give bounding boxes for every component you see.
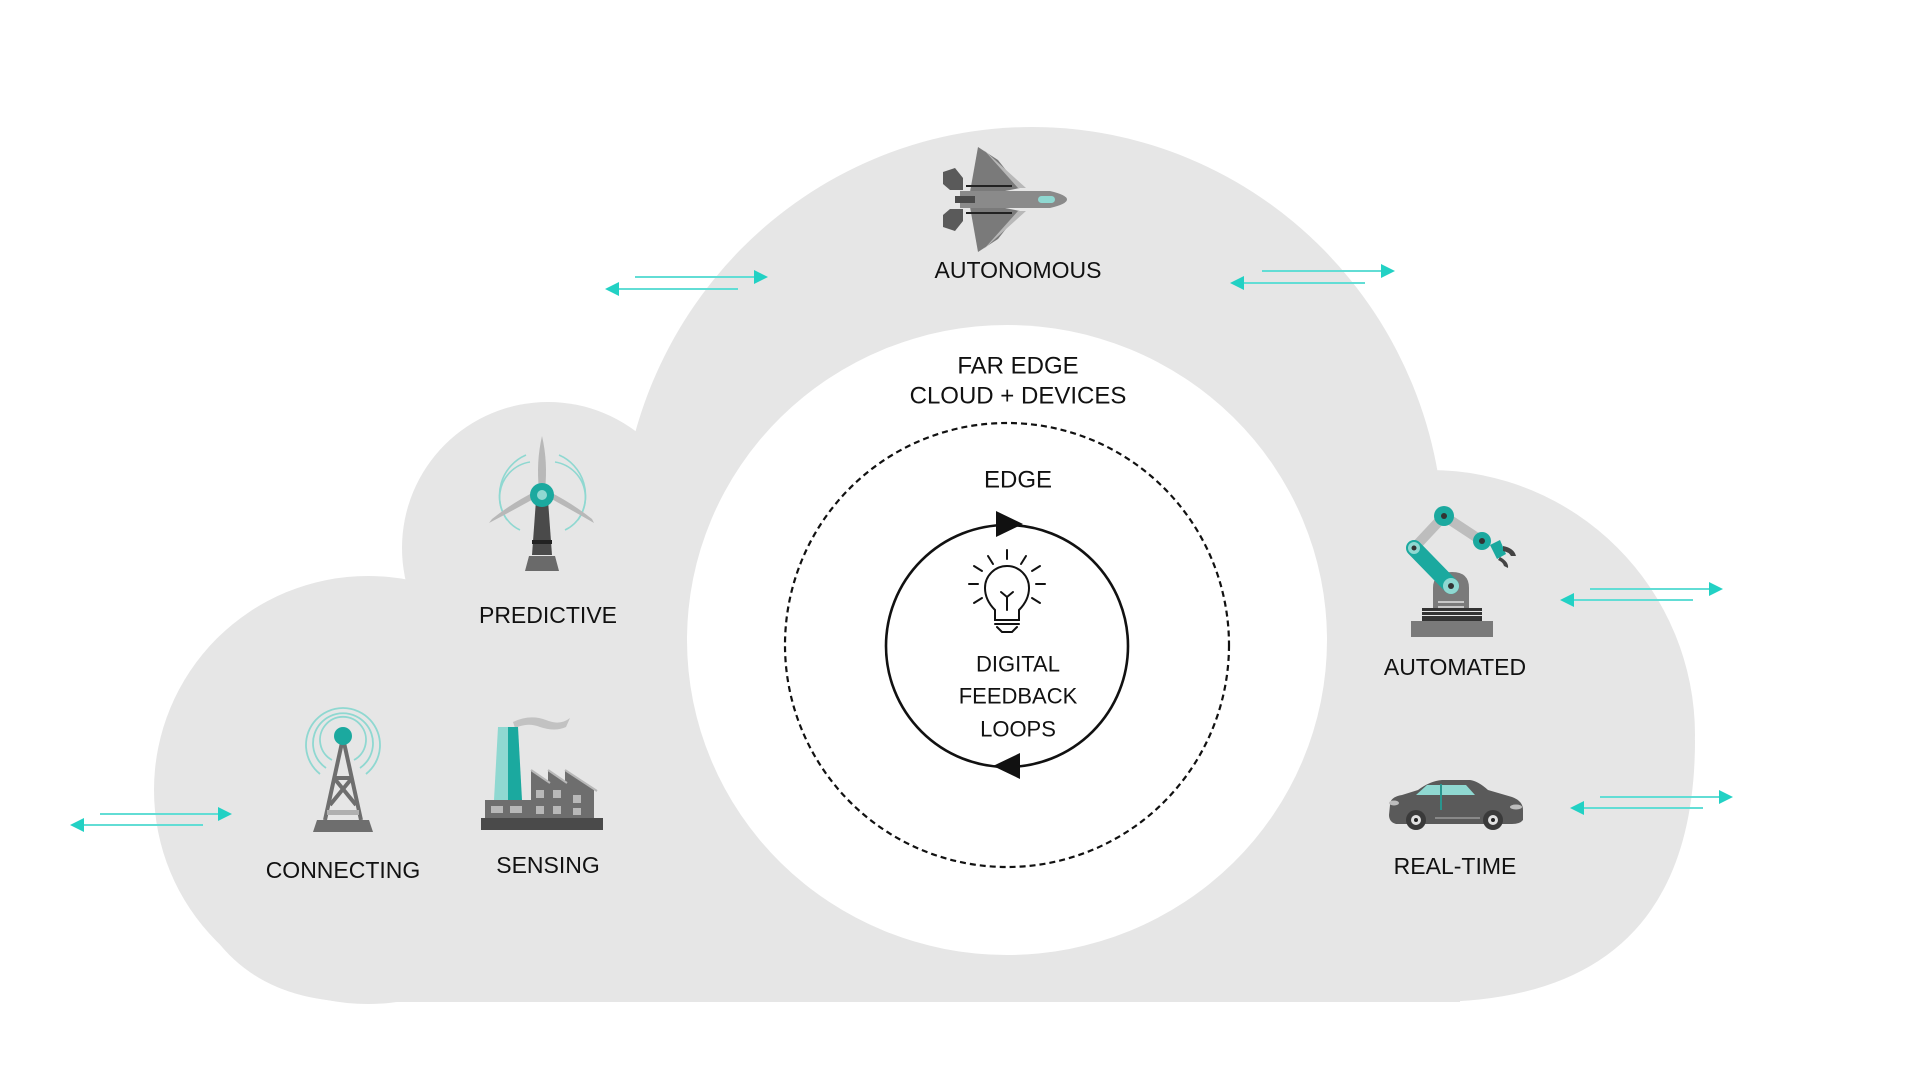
data-flow-arrow-pair — [1560, 582, 1723, 607]
arrow-left-head — [605, 282, 619, 296]
node-real-time: REAL-TIME — [1389, 780, 1523, 879]
data-flow-arrow-pair — [1230, 264, 1395, 290]
fighter-jet-icon — [943, 147, 1067, 252]
robot-arm-icon — [1406, 506, 1516, 637]
arrow-right-head — [754, 270, 768, 284]
edge-label: EDGE — [984, 467, 1052, 494]
node-automated: AUTOMATED — [1384, 506, 1526, 680]
arrow-right-head — [218, 807, 232, 821]
feedback-label-line2: FEEDBACK — [959, 684, 1078, 709]
lightbulb-icon — [968, 549, 1046, 633]
arrow-left-head — [1230, 276, 1244, 290]
radio-tower-icon — [305, 707, 381, 832]
node-sensing: SENSING — [481, 717, 603, 878]
far-edge-label-line1: FAR EDGE — [957, 353, 1078, 380]
node-label-real-time: REAL-TIME — [1394, 853, 1517, 879]
car-icon — [1389, 780, 1523, 830]
arrow-right-head — [1719, 790, 1733, 804]
node-label-connecting: CONNECTING — [266, 857, 421, 883]
feedback-label-line3: LOOPS — [980, 717, 1056, 742]
node-label-sensing: SENSING — [496, 852, 600, 878]
data-flow-arrow-pair — [1570, 790, 1733, 815]
edge-zone-border — [783, 421, 1231, 869]
node-label-automated: AUTOMATED — [1384, 654, 1526, 680]
node-label-autonomous: AUTONOMOUS — [935, 257, 1102, 283]
far-edge-zone — [687, 325, 1327, 955]
node-predictive: PREDICTIVE — [479, 436, 617, 628]
loop-arrowhead-bottom — [993, 753, 1020, 779]
arrow-right-head — [1709, 582, 1723, 596]
loop-arrowhead-top — [996, 511, 1023, 537]
node-autonomous: AUTONOMOUS — [935, 147, 1102, 283]
node-connecting: CONNECTING — [266, 707, 421, 883]
node-label-predictive: PREDICTIVE — [479, 602, 617, 628]
far-edge-label-line2: CLOUD + DEVICES — [910, 383, 1127, 410]
feedback-label-line1: DIGITAL — [976, 652, 1060, 677]
arrow-left-head — [1570, 801, 1584, 815]
data-flow-arrow-pair — [605, 270, 768, 296]
factory-icon — [481, 717, 603, 830]
data-flow-arrow-pair — [70, 807, 232, 832]
arrow-left-head — [70, 818, 84, 832]
arrow-left-head — [1560, 593, 1574, 607]
arrow-right-head — [1381, 264, 1395, 278]
wind-turbine-icon — [489, 436, 594, 571]
cloud-bottom-left — [170, 760, 360, 1002]
flow-arrows — [70, 264, 1733, 832]
